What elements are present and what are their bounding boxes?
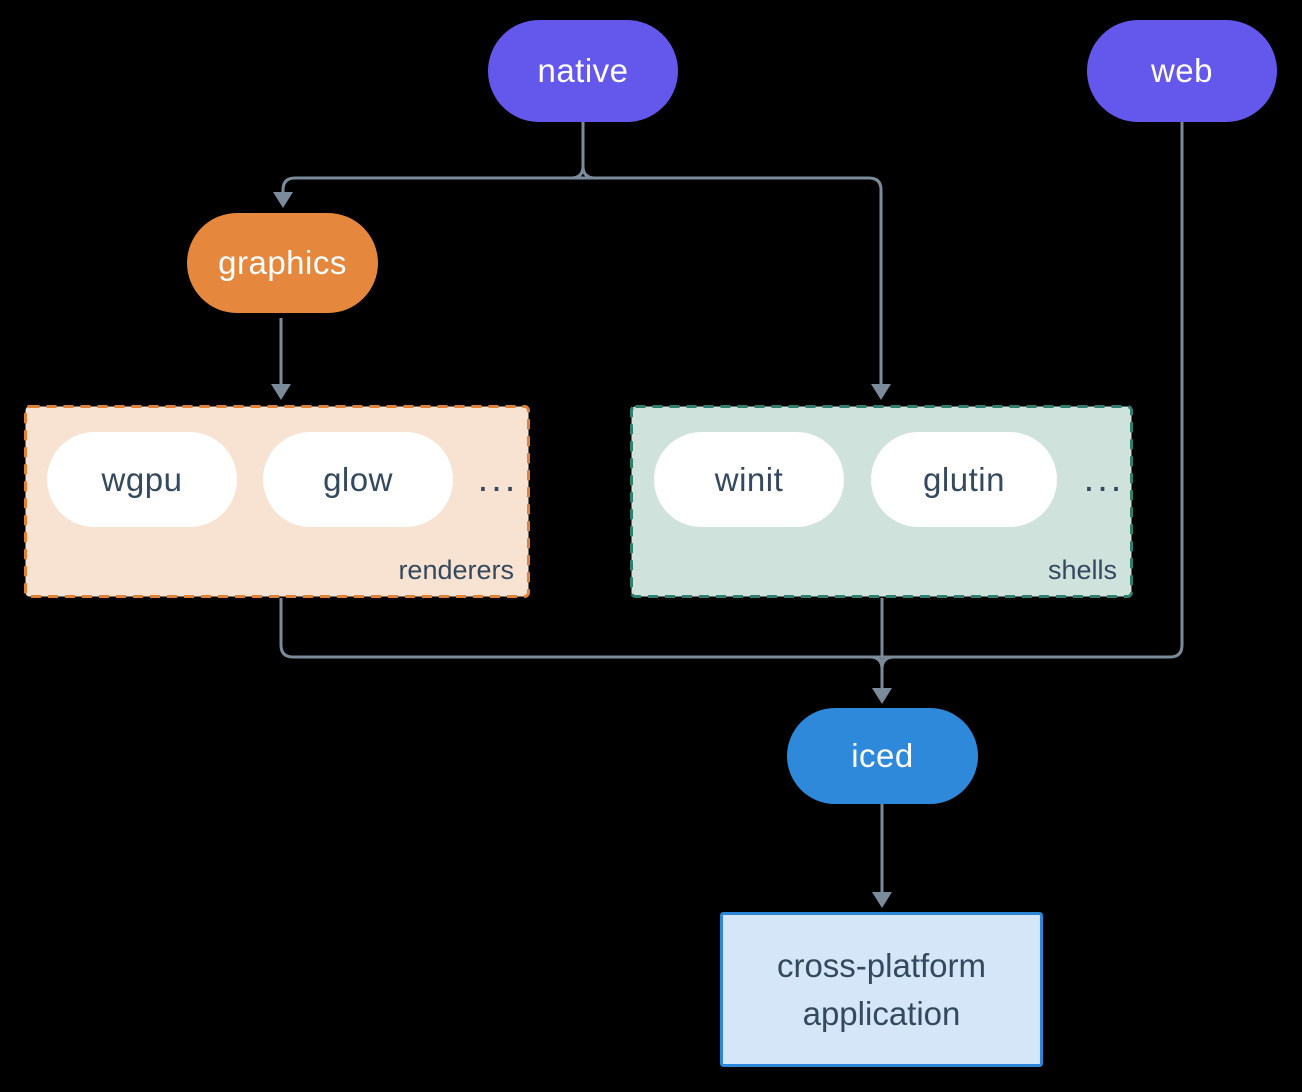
- node-glow-label: glow: [323, 460, 393, 498]
- node-winit-label: winit: [714, 460, 784, 498]
- group-renderers: wgpu glow ... renderers: [24, 405, 530, 598]
- node-iced: iced: [787, 708, 978, 804]
- shells-group-label: shells: [1047, 555, 1117, 585]
- arrowhead-application: [872, 892, 892, 908]
- node-application: cross-platform application: [720, 912, 1043, 1067]
- connector-native-to-shells: [581, 165, 883, 385]
- node-glutin-label: glutin: [923, 460, 1005, 498]
- connector-renderers-to-iced: [279, 598, 884, 670]
- node-web-label: web: [1150, 52, 1214, 89]
- application-box: [720, 912, 1043, 1067]
- arrowhead-graphics: [273, 192, 293, 208]
- node-wgpu: wgpu: [47, 432, 237, 527]
- renderers-group-label: renderers: [398, 555, 514, 585]
- node-iced-label: iced: [851, 737, 914, 774]
- arrowhead-renderers: [271, 384, 291, 400]
- node-application-label: cross-platform application: [776, 946, 987, 1032]
- arrowhead-iced: [872, 688, 892, 704]
- node-graphics: graphics: [187, 213, 378, 313]
- connector-native-to-graphics: [281, 122, 585, 193]
- node-web: web: [1087, 20, 1277, 122]
- node-winit: winit: [654, 432, 844, 527]
- node-graphics-label: graphics: [218, 244, 347, 281]
- node-glutin: glutin: [871, 432, 1057, 527]
- node-glow: glow: [263, 432, 453, 527]
- node-wgpu-label: wgpu: [101, 460, 183, 498]
- renderers-ellipsis: ...: [477, 458, 519, 500]
- shells-ellipsis: ...: [1083, 458, 1125, 500]
- node-native: native: [488, 20, 678, 122]
- group-shells: winit glutin ... shells: [630, 405, 1133, 598]
- arrowhead-shells: [871, 384, 891, 400]
- node-native-label: native: [537, 52, 629, 89]
